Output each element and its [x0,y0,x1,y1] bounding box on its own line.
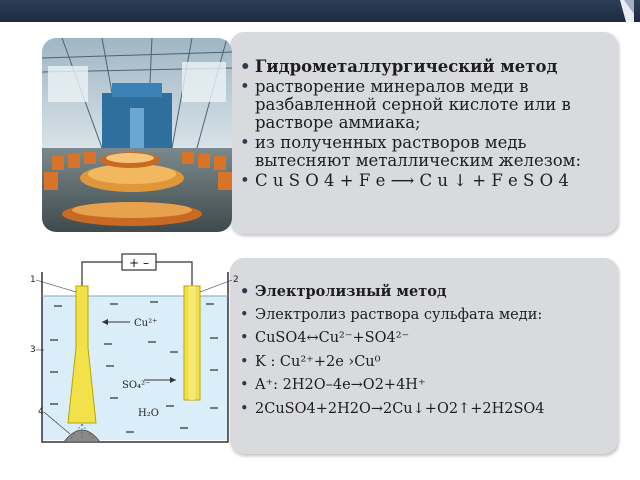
power-source [121,253,157,271]
electrolysis-list: Электролизный метод Электролиз раствора … [240,283,612,424]
vessel [41,272,229,443]
slide-top-bar [0,0,640,22]
corner-decoration-icon [620,0,634,22]
electrolysis-cathode: K : Cu²⁺+2e ›Cu⁰ [240,354,612,371]
hydrometallurgy-bullet-displacing: из полученных растворов медь вытесняют м… [240,134,612,170]
hydrometallurgy-list: Гидрометаллургический метод растворение … [240,58,612,192]
hydrometallurgy-title: Гидрометаллургический метод [240,58,612,77]
cathode-electrode [67,285,97,424]
electrolysis-overall: 2CuSO4+2H2O→2Cu↓+O2↑+2H2SO4 [240,401,612,418]
wire-left [81,261,122,286]
factory-photo [42,38,232,232]
electrolysis-anode: A⁺: 2H2O–4e→O2+4H⁺ [240,377,612,394]
electrolysis-description: Электролиз раствора сульфата меди: [240,307,612,324]
electrolysis-dissociation: CuSO4↔Cu²⁻+SO4²⁻ [240,330,612,347]
hydrometallurgy-bullet-dissolving: растворение минералов меди в разбавленно… [240,78,612,132]
electrolysis-cell-diagram: + – Cu²⁺ SO₄²⁻ H₂O 1 2 3 4 [30,253,239,443]
power-plus-sign: + [129,256,139,270]
so4-ion-label: SO₄²⁻ [122,380,150,391]
power-minus-sign: – [143,256,149,270]
hydrometallurgy-equation: C u S O 4 + F e ⟶ C u ↓ + F e S O 4 [240,172,612,191]
label-3: 3 [30,345,36,355]
label-1: 1 [30,275,36,285]
wire-right [156,261,193,286]
factory-hall-illustration [42,38,232,232]
label-4: 4 [38,407,44,417]
cu-ion-label: Cu²⁺ [134,318,157,329]
label-2: 2 [233,275,239,285]
electrolysis-title: Электролизный метод [240,283,612,300]
electrolyte-dashes [50,301,218,433]
h2o-label: H₂O [138,408,159,419]
